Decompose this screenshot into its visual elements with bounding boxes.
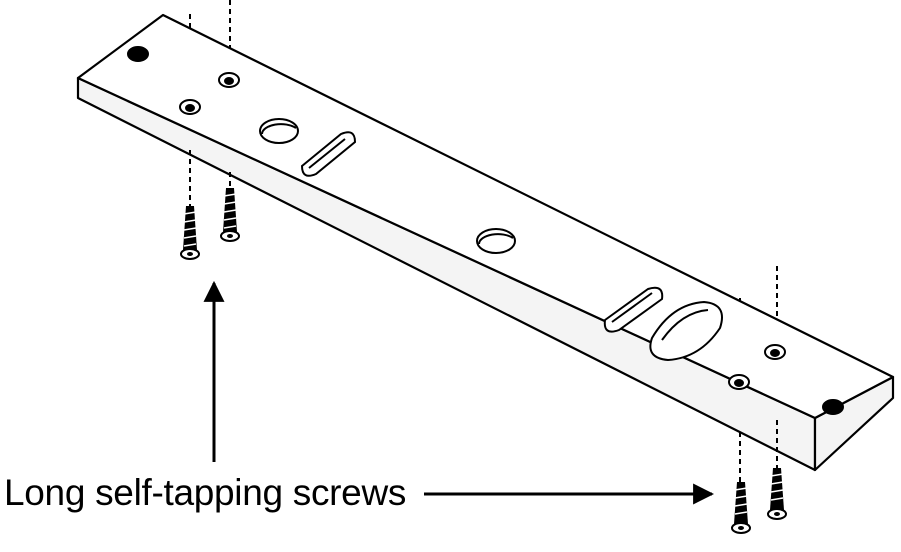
- screw-icon: [180, 206, 200, 260]
- screw-icon: [767, 468, 787, 520]
- dashed-guide-lines-bottom: [189, 150, 778, 484]
- slot-right: [603, 286, 664, 333]
- slot-left: [300, 131, 357, 177]
- screw-hole-left-b: [218, 72, 240, 88]
- screw-icon: [220, 188, 240, 242]
- screw-hole-right-a: [728, 374, 750, 390]
- screw-hole-left-a: [179, 99, 201, 115]
- corner-hole-left: [127, 46, 149, 62]
- plate-features: [127, 46, 844, 415]
- callout-label: Long self-tapping screws: [4, 472, 407, 513]
- oval-cutout: [649, 300, 723, 362]
- round-hole-left: [259, 118, 299, 144]
- corner-hole-right: [822, 399, 844, 415]
- round-hole-center: [476, 228, 516, 254]
- screw-hole-right-b: [764, 344, 786, 360]
- screw-icon: [731, 482, 751, 534]
- plate-front-face: [76, 76, 817, 472]
